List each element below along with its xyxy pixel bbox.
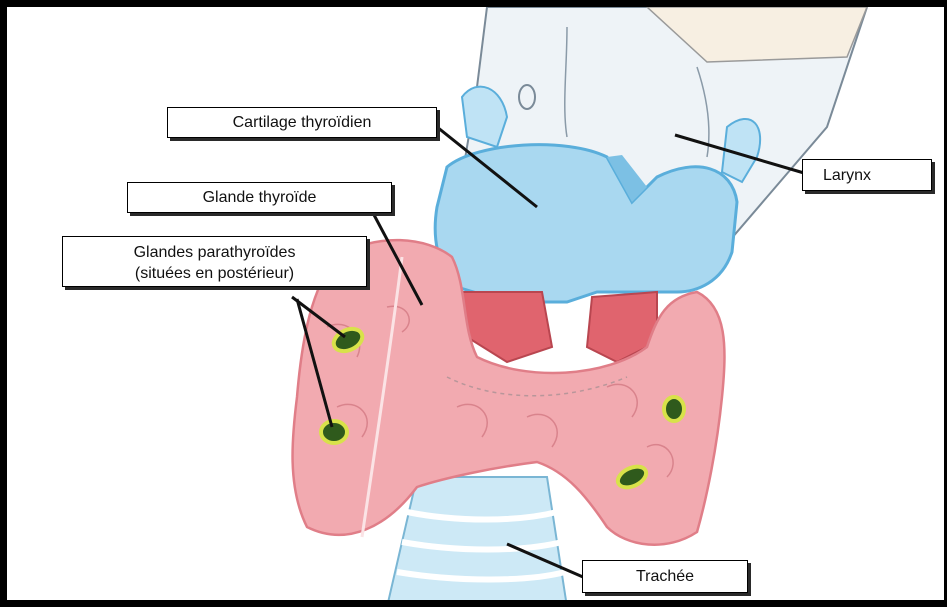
label-parathyroid-line-2: (situées en postérieur) [73,263,356,284]
thyroid-anatomy-illustration [7,7,947,607]
parathyroid-gland-upper-right [664,397,684,421]
parathyroid-gland-lower-left [321,421,347,443]
label-thyroid-gland: Glande thyroïde [127,182,392,213]
label-parathyroid-line-1: Glandes parathyroïdes [73,242,356,263]
label-parathyroid-glands: Glandes parathyroïdes (situées en postér… [62,236,367,287]
thyroid-cartilage [435,145,737,302]
label-trachea: Trachée [582,560,748,593]
label-larynx: Larynx [802,159,932,191]
label-thyroid-cartilage: Cartilage thyroïdien [167,107,437,138]
